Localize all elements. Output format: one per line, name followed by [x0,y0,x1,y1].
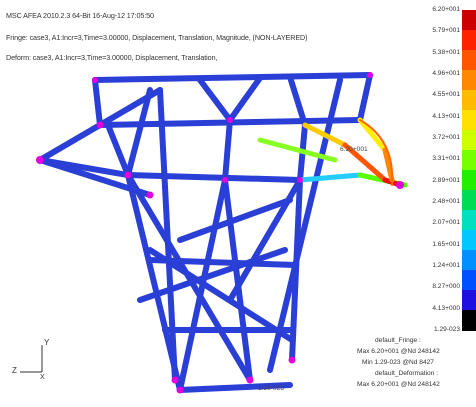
legend-color-band [462,10,476,31]
legend-color-band [462,250,476,271]
legend-tick-label: 4.55+001 [432,91,460,99]
legend-tick-label: 4.13+001 [432,112,460,120]
legend-tick-label: 5.79+001 [432,27,460,35]
legend-color-band [462,70,476,91]
legend-color-band [462,150,476,171]
legend-tick-label: 2.89+001 [432,176,460,184]
legend-color-band [462,290,476,311]
legend-tick-label: 2.48+001 [432,198,460,205]
deformation-max: Max 6.20+001 @Nd 248142 [357,381,440,388]
legend-tick-label: 2.07+001 [432,219,460,227]
legend-tick-label: 3.31+001 [432,155,460,163]
legend-tick-label: 1.29-023 [433,326,460,333]
deformation-title: default_Deformation : [375,370,439,377]
legend-color-band [462,170,476,191]
legend-color-band [462,210,476,231]
legend-tick-label: 1.65+001 [432,240,460,248]
legend-color-band [462,190,476,211]
legend-tick-label: 4.96+001 [432,70,460,77]
axis-triad [20,345,43,373]
tower-members [37,72,373,393]
fringe-title: default_Fringe : [375,337,421,344]
legend-tick-label: 3.72+001 [432,134,460,141]
legend-tick-label: 5.38+001 [432,48,460,56]
node-markers [36,72,404,394]
legend-tick-label: 8.27+000 [432,283,460,291]
axis-y-label: Y [44,338,50,347]
legend-color-band [462,270,476,291]
fringe-min: Min 1.29-023 @Nd 8427 [362,359,434,366]
legend-color-band [462,50,476,71]
deform-description: Deform: case3, A1:Incr=3,Time=3.00000, D… [6,53,218,62]
legend-color-band [462,30,476,51]
legend-color-band [462,310,476,331]
legend-color-band [462,90,476,111]
legend-tick-label: 4.13+000 [432,304,460,312]
fringe-legend-bar [462,10,476,365]
fringe-description: Fringe: case3, A1:Incr=3,Time=3.00000, D… [6,33,308,42]
max-node-label: 6.20+001 [340,146,368,153]
legend-tick-label: 1.24+001 [432,262,460,269]
legend-color-band [462,230,476,251]
legend-color-band [462,130,476,151]
fringe-max: Max 6.20+001 @Nd 248142 [357,348,440,355]
axis-x-label: X [40,374,45,381]
legend-color-band [462,110,476,131]
deformed-cross-arm [257,117,408,188]
software-version-label: MSC AFEA 2010.2.3 64-Bit 16-Aug-12 17:05… [6,11,154,20]
min-node-label: 1.29-023 [258,385,285,392]
axis-z-label: Z [12,366,17,375]
legend-tick-label: 6.20+001 [432,6,460,13]
